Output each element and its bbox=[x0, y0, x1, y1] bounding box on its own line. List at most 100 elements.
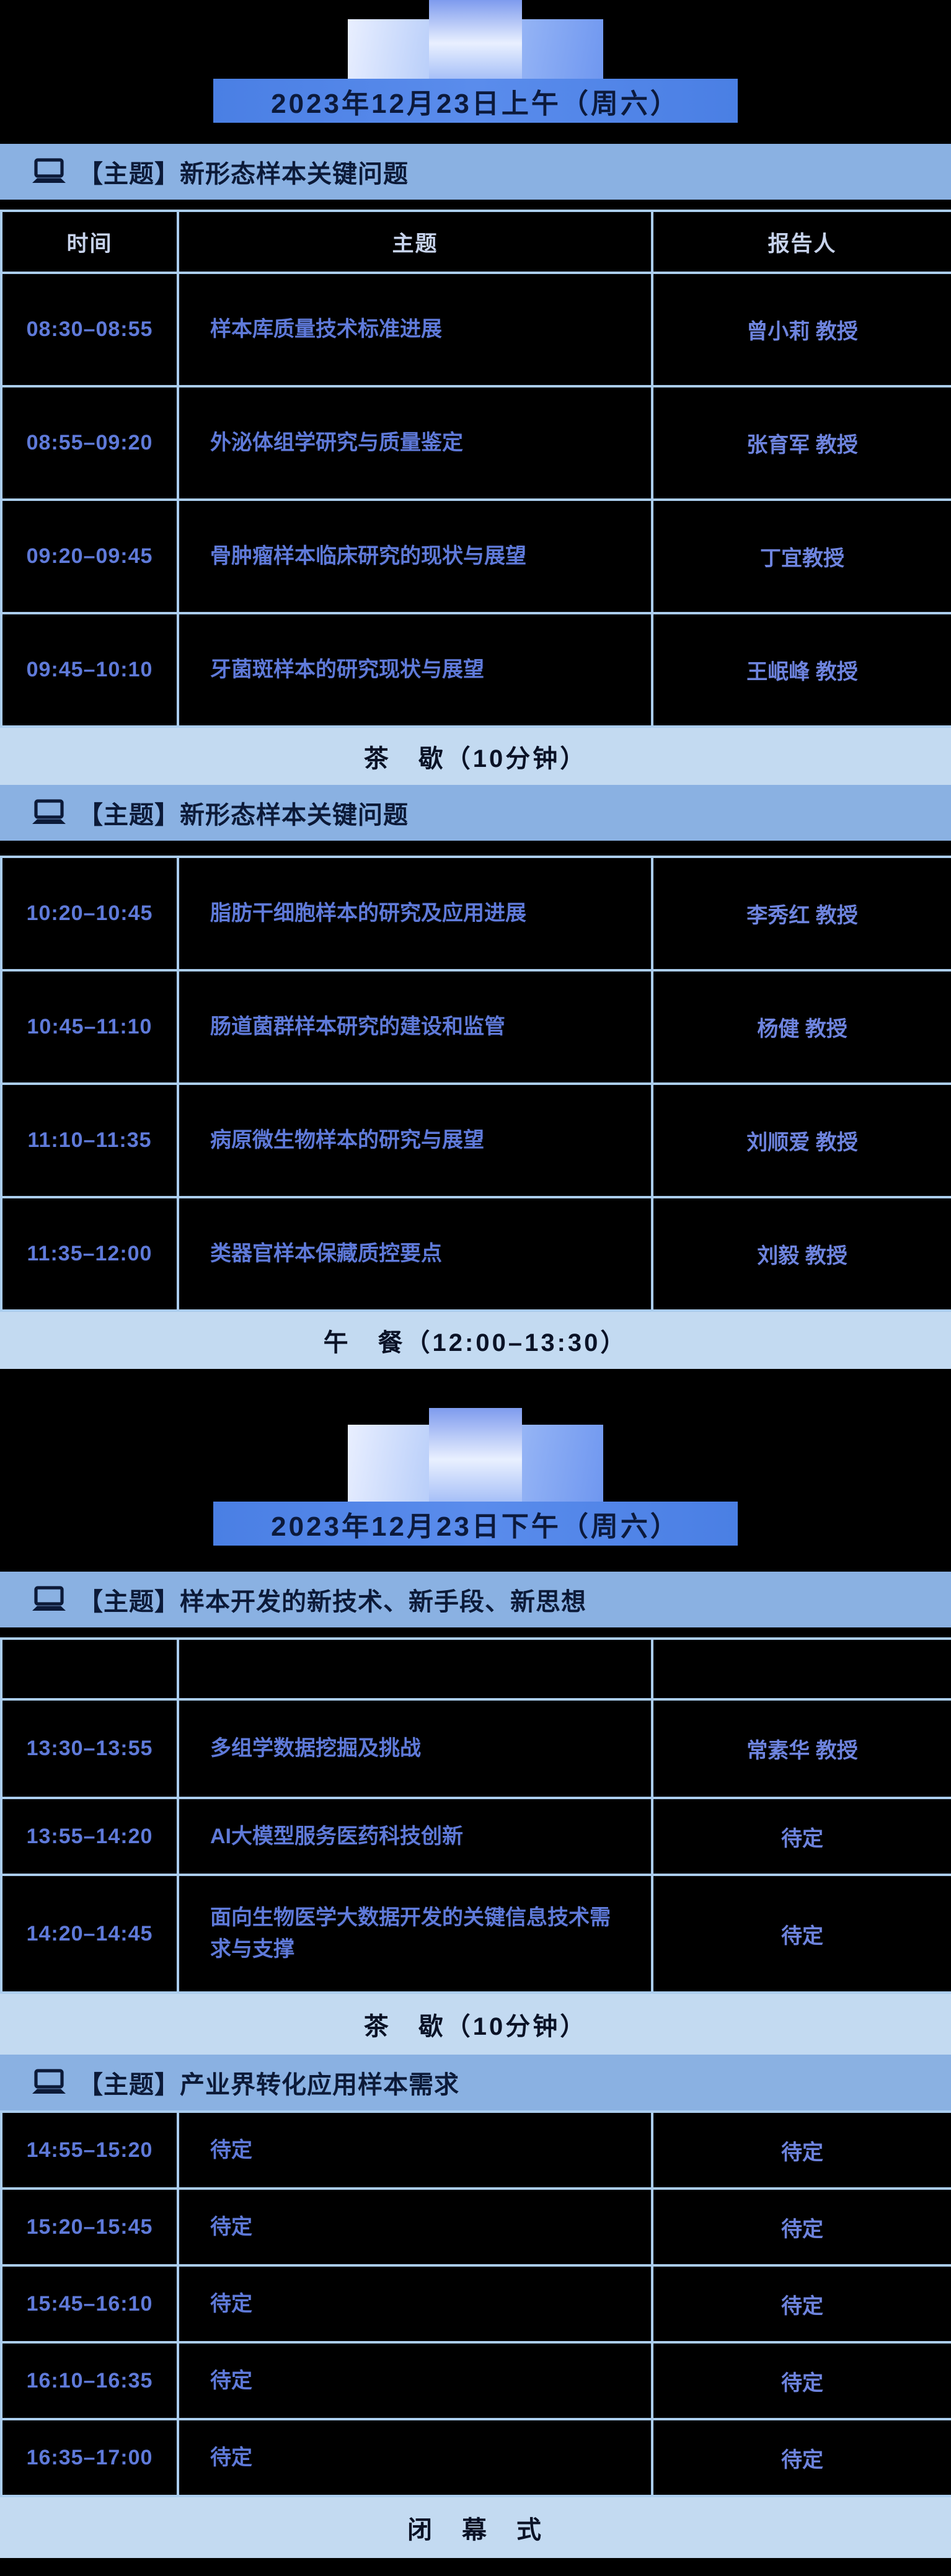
topic-cell: 类器官样本保藏质控要点 bbox=[177, 1196, 653, 1312]
graphic-column-shape bbox=[429, 0, 522, 79]
laptop-icon bbox=[30, 2067, 68, 2098]
time-cell: 13:30–13:55 bbox=[0, 1698, 179, 1799]
spacer bbox=[0, 123, 951, 144]
section-header-4: 【主题】产业界转化应用样本需求 bbox=[0, 2055, 951, 2110]
agenda-row: 08:55–09:20 外泌体组学研究与质量鉴定 张育军 教授 bbox=[0, 385, 951, 501]
morning-table-2: 10:20–10:45 脂肪干细胞样本的研究及应用进展 李秀红 教授 10:45… bbox=[0, 856, 951, 1312]
section-header-3: 【主题】样本开发的新技术、新手段、新思想 bbox=[0, 1572, 951, 1627]
lunch-break-bar: 午 餐（12:00–13:30） bbox=[0, 1312, 951, 1369]
time-cell: 10:20–10:45 bbox=[0, 856, 179, 972]
topic-cell: 待定 bbox=[177, 2264, 653, 2344]
agenda-row: 08:30–08:55 样本库质量技术标准进展 曾小莉 教授 bbox=[0, 272, 951, 387]
topic-cell: 面向生物医学大数据开发的关键信息技术需求与支撑 bbox=[177, 1874, 653, 1994]
time-cell: 08:55–09:20 bbox=[0, 385, 179, 501]
agenda-row: 11:10–11:35 病原微生物样本的研究与展望 刘顺爱 教授 bbox=[0, 1082, 951, 1198]
afternoon-table-1: 13:30–13:55 多组学数据挖掘及挑战 常素华 教授 13:55–14:2… bbox=[0, 1637, 951, 1994]
speaker-cell: 待定 bbox=[651, 1797, 951, 1876]
topic-cell: 待定 bbox=[177, 2341, 653, 2420]
speaker-cell: 常素华 教授 bbox=[651, 1698, 951, 1799]
topic-cell: 骨肿瘤样本临床研究的现状与展望 bbox=[177, 498, 653, 614]
time-cell: 09:20–09:45 bbox=[0, 498, 179, 614]
decorative-banner-graphic-top bbox=[0, 0, 951, 79]
closing-ceremony-bar: 闭 幕 式 bbox=[0, 2497, 951, 2558]
section-title-1: 【主题】新形态样本关键问题 bbox=[78, 161, 409, 188]
tea-break-bar-2: 茶 歇（10分钟） bbox=[0, 1994, 951, 2055]
afternoon-date-banner: 2023年12月23日下午（周六） bbox=[213, 1502, 738, 1546]
time-cell: 08:30–08:55 bbox=[0, 272, 179, 387]
agenda-row: 11:35–12:00 类器官样本保藏质控要点 刘毅 教授 bbox=[0, 1196, 951, 1312]
topic-cell: 多组学数据挖掘及挑战 bbox=[177, 1698, 653, 1799]
speaker-cell: 曾小莉 教授 bbox=[651, 272, 951, 387]
agenda-row: 16:35–17:00 待定 待定 bbox=[0, 2418, 951, 2497]
agenda-row: 15:45–16:10 待定 待定 bbox=[0, 2264, 951, 2344]
afternoon-table-2: 14:55–15:20 待定 待定 15:20–15:45 待定 待定 15:4… bbox=[0, 2110, 951, 2497]
afternoon-date-text: 2023年12月23日下午（周六） bbox=[271, 1511, 680, 1542]
agenda-row: 09:45–10:10 牙菌斑样本的研究现状与展望 王岷峰 教授 bbox=[0, 612, 951, 728]
time-cell: 13:55–14:20 bbox=[0, 1797, 179, 1876]
speaker-cell: 张育军 教授 bbox=[651, 385, 951, 501]
agenda-row: 13:55–14:20 AI大模型服务医药科技创新 待定 bbox=[0, 1797, 951, 1876]
time-cell: 10:45–11:10 bbox=[0, 969, 179, 1085]
col-header-topic bbox=[177, 1637, 653, 1701]
time-cell: 15:45–16:10 bbox=[0, 2264, 179, 2344]
col-header-speaker bbox=[651, 1637, 951, 1701]
topic-cell: 待定 bbox=[177, 2187, 653, 2267]
speaker-cell: 王岷峰 教授 bbox=[651, 612, 951, 728]
time-cell: 16:35–17:00 bbox=[0, 2418, 179, 2497]
topic-cell: 牙菌斑样本的研究现状与展望 bbox=[177, 612, 653, 728]
table-header-row-empty bbox=[0, 1637, 951, 1701]
agenda-row: 14:55–15:20 待定 待定 bbox=[0, 2110, 951, 2190]
topic-cell: 待定 bbox=[177, 2418, 653, 2497]
agenda-row: 14:20–14:45 面向生物医学大数据开发的关键信息技术需求与支撑 待定 bbox=[0, 1874, 951, 1994]
speaker-cell: 待定 bbox=[651, 2264, 951, 2344]
agenda-row: 10:20–10:45 脂肪干细胞样本的研究及应用进展 李秀红 教授 bbox=[0, 856, 951, 972]
tea-break-text-2: 茶 歇（10分钟） bbox=[363, 2013, 588, 2040]
closing-ceremony-text: 闭 幕 式 bbox=[407, 2516, 544, 2544]
tea-break-text-1: 茶 歇（10分钟） bbox=[363, 745, 588, 772]
section-title-4: 【主题】产业界转化应用样本需求 bbox=[78, 2071, 459, 2099]
spacer bbox=[0, 2558, 951, 2576]
col-header-topic: 主题 bbox=[177, 210, 653, 274]
section-header-1: 【主题】新形态样本关键问题 bbox=[0, 144, 951, 200]
lunch-break-text: 午 餐（12:00–13:30） bbox=[323, 1329, 628, 1357]
topic-cell: AI大模型服务医药科技创新 bbox=[177, 1797, 653, 1876]
speaker-cell: 待定 bbox=[651, 2110, 951, 2190]
time-cell: 16:10–16:35 bbox=[0, 2341, 179, 2420]
section-title-3: 【主题】样本开发的新技术、新手段、新思想 bbox=[78, 1588, 586, 1616]
spacer bbox=[0, 841, 951, 856]
laptop-icon bbox=[30, 797, 68, 828]
time-cell: 15:20–15:45 bbox=[0, 2187, 179, 2267]
laptop-icon bbox=[30, 156, 68, 187]
time-cell: 11:10–11:35 bbox=[0, 1082, 179, 1198]
speaker-cell: 待定 bbox=[651, 1874, 951, 1994]
speaker-cell: 待定 bbox=[651, 2341, 951, 2420]
tea-break-bar-1: 茶 歇（10分钟） bbox=[0, 728, 951, 785]
time-cell: 14:55–15:20 bbox=[0, 2110, 179, 2190]
decorative-banner-graphic-afternoon bbox=[0, 1408, 951, 1502]
topic-cell: 待定 bbox=[177, 2110, 653, 2190]
agenda-row: 13:30–13:55 多组学数据挖掘及挑战 常素华 教授 bbox=[0, 1698, 951, 1799]
section-header-2: 【主题】新形态样本关键问题 bbox=[0, 785, 951, 841]
spacer bbox=[0, 200, 951, 210]
speaker-cell: 杨健 教授 bbox=[651, 969, 951, 1085]
morning-date-text: 2023年12月23日上午（周六） bbox=[271, 88, 680, 119]
col-header-speaker: 报告人 bbox=[651, 210, 951, 274]
speaker-cell: 待定 bbox=[651, 2187, 951, 2267]
spacer bbox=[0, 1369, 951, 1408]
topic-cell: 脂肪干细胞样本的研究及应用进展 bbox=[177, 856, 653, 972]
morning-date-banner: 2023年12月23日上午（周六） bbox=[213, 79, 738, 123]
col-header-time: 时间 bbox=[0, 210, 179, 274]
laptop-icon bbox=[30, 1584, 68, 1615]
time-cell: 11:35–12:00 bbox=[0, 1196, 179, 1312]
time-cell: 14:20–14:45 bbox=[0, 1874, 179, 1994]
spacer bbox=[0, 1627, 951, 1637]
col-header-time bbox=[0, 1637, 179, 1701]
speaker-cell: 李秀红 教授 bbox=[651, 856, 951, 972]
topic-cell: 外泌体组学研究与质量鉴定 bbox=[177, 385, 653, 501]
speaker-cell: 刘顺爱 教授 bbox=[651, 1082, 951, 1198]
section-title-2: 【主题】新形态样本关键问题 bbox=[78, 802, 409, 829]
speaker-cell: 丁宜教授 bbox=[651, 498, 951, 614]
graphic-column-shape bbox=[429, 1408, 522, 1502]
speaker-cell: 待定 bbox=[651, 2418, 951, 2497]
topic-cell: 肠道菌群样本研究的建设和监管 bbox=[177, 969, 653, 1085]
